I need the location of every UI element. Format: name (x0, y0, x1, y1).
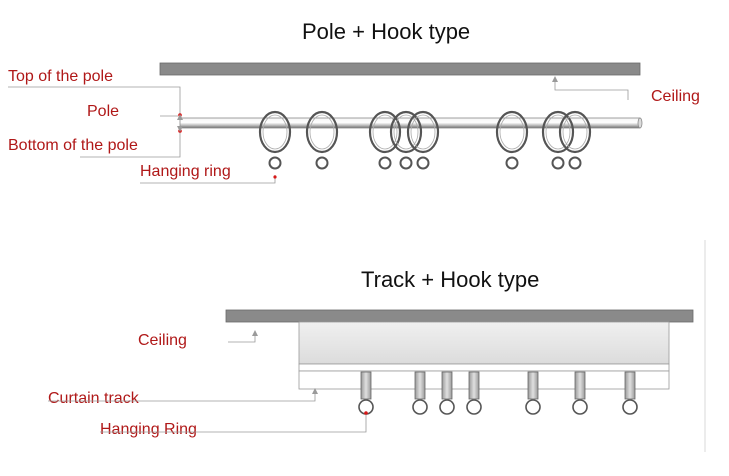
pole-section-title: Pole + Hook type (302, 19, 471, 44)
leader-bottom-of-pole (80, 130, 181, 158)
leader-curtain-track (48, 390, 316, 402)
track-section-title: Track + Hook type (361, 267, 540, 292)
track-hook (358, 371, 374, 415)
track-hooks (358, 371, 638, 415)
ceiling-bar-pole (159, 62, 641, 76)
label-ceiling-pole: Ceiling (651, 88, 700, 105)
pole-ring (389, 110, 423, 170)
marker-hanging-ring (273, 175, 277, 179)
track-hook (466, 371, 482, 415)
label-bottom-of-pole: Bottom of the pole (8, 137, 138, 154)
track-hook (622, 371, 638, 415)
pole-rings (258, 110, 592, 170)
label-top-of-pole: Top of the pole (8, 68, 113, 85)
leader-hanging-ring (140, 175, 276, 184)
pole-ring (258, 110, 292, 170)
pole-ring (305, 110, 339, 170)
track-rail-lower (298, 370, 670, 390)
label-hanging-ring-track: Hanging Ring (100, 421, 197, 438)
leader-top-of-pole (8, 86, 181, 116)
label-curtain-track: Curtain track (48, 390, 139, 407)
track-arrow-tips (252, 330, 318, 394)
track-hook (525, 371, 541, 415)
leader-ceiling-track (228, 332, 256, 343)
leader-hanging-ring-track (100, 414, 367, 433)
pole-ring (495, 110, 529, 170)
label-ceiling-track: Ceiling (138, 332, 187, 349)
track-hook (439, 371, 455, 415)
pole-ring (368, 110, 402, 170)
marker-hanging-ring-track (364, 411, 368, 415)
label-pole: Pole (87, 103, 120, 120)
track-rail (298, 363, 670, 372)
track-hook (412, 371, 428, 415)
label-hanging-ring: Hanging ring (140, 163, 231, 180)
track-housing (298, 321, 670, 365)
leader-ceiling-pole (554, 78, 629, 100)
pole-arrow-tips (177, 76, 558, 132)
pole-ring (406, 110, 440, 170)
pole-ring (558, 110, 592, 170)
ceiling-bar-track (225, 309, 694, 323)
pole-ring (541, 110, 575, 170)
track-hook (572, 371, 588, 415)
